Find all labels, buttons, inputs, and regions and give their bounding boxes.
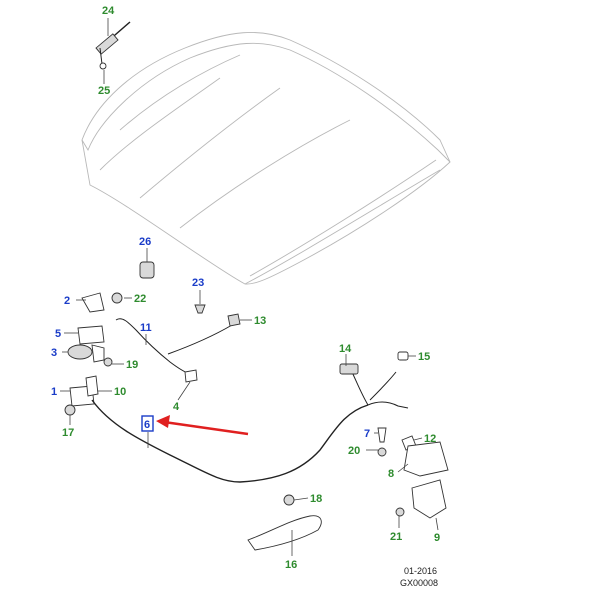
release-cable-upper xyxy=(115,318,233,401)
callout-25: 25 xyxy=(98,85,110,97)
callout-15: 15 xyxy=(418,351,430,363)
footer-code: GX00008 xyxy=(400,578,438,588)
callout-18: 18 xyxy=(310,493,322,505)
callout-10: 10 xyxy=(114,386,126,398)
red-arrow xyxy=(156,415,249,436)
callout-22: 22 xyxy=(134,293,146,305)
callout-6: 6 xyxy=(144,419,150,431)
hood-panel xyxy=(81,32,451,285)
highlight-marker xyxy=(141,415,154,432)
hood-grommet xyxy=(194,290,206,314)
right-bracket-assembly xyxy=(377,427,449,519)
callout-2: 2 xyxy=(64,295,70,307)
callout-3: 3 xyxy=(51,347,57,359)
callout-13: 13 xyxy=(254,315,266,327)
clip-13 xyxy=(227,313,241,327)
callout-14: 14 xyxy=(339,343,352,355)
hood-strut xyxy=(95,21,131,70)
callout-20: 20 xyxy=(348,445,360,457)
callout-1: 1 xyxy=(51,386,57,398)
callout-12: 12 xyxy=(424,433,436,445)
callout-21: 21 xyxy=(390,531,402,543)
callout-leaders xyxy=(60,18,439,556)
callout-8: 8 xyxy=(388,468,394,480)
connector-15 xyxy=(397,351,409,361)
callout-17: 17 xyxy=(62,427,74,439)
footer-date: 01-2016 xyxy=(404,566,437,576)
lower-bracket-16 xyxy=(247,494,322,551)
cable-guide-14 xyxy=(339,363,359,375)
callout-5: 5 xyxy=(55,328,61,340)
callout-19: 19 xyxy=(126,359,138,371)
bump-stop xyxy=(139,248,155,279)
callout-24: 24 xyxy=(102,5,115,17)
callout-7: 7 xyxy=(364,428,370,440)
callout-26: 26 xyxy=(139,236,151,248)
callout-9: 9 xyxy=(434,532,440,544)
left-latch-assembly xyxy=(64,292,123,416)
callout-16: 16 xyxy=(285,559,297,571)
callout-11: 11 xyxy=(140,322,152,334)
callout-labels: 24 25 26 23 2 22 5 11 13 3 19 14 15 1 10… xyxy=(51,5,440,571)
callout-4: 4 xyxy=(173,401,180,413)
hood-release-cable xyxy=(91,371,409,483)
callout-23: 23 xyxy=(192,277,204,289)
